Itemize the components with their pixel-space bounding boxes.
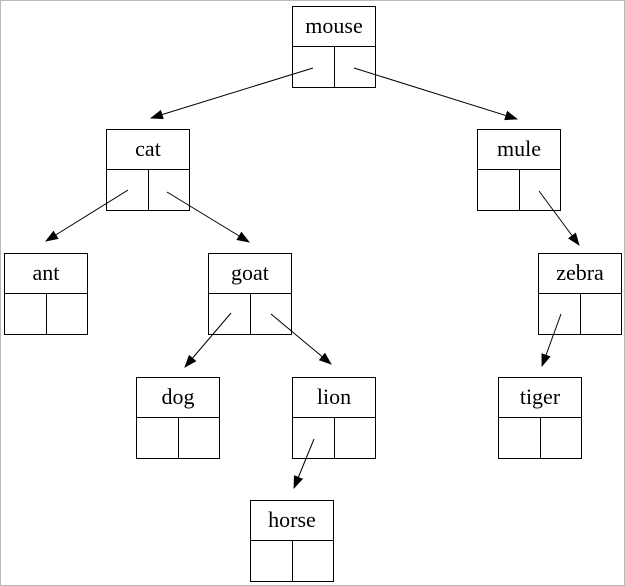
tree-node-goat: goat xyxy=(208,253,292,335)
right-pointer-cell xyxy=(541,418,582,458)
tree-node-mouse: mouse xyxy=(292,6,376,88)
right-pointer-cell xyxy=(581,294,622,334)
node-label: zebra xyxy=(539,254,621,294)
node-label: mouse xyxy=(293,7,375,47)
left-pointer-cell xyxy=(293,418,335,458)
node-label: lion xyxy=(293,378,375,418)
left-pointer-cell xyxy=(5,294,47,334)
tree-node-cat: cat xyxy=(106,129,190,211)
tree-node-ant: ant xyxy=(4,253,88,335)
tree-node-horse: horse xyxy=(250,500,334,582)
pointer-cells xyxy=(539,294,621,334)
left-pointer-cell xyxy=(251,541,293,581)
tree-node-lion: lion xyxy=(292,377,376,459)
pointer-cells xyxy=(137,418,219,458)
left-pointer-cell xyxy=(137,418,179,458)
left-pointer-cell xyxy=(209,294,251,334)
left-pointer-cell xyxy=(293,47,335,87)
node-label: horse xyxy=(251,501,333,541)
pointer-cells xyxy=(5,294,87,334)
left-pointer-cell xyxy=(478,170,520,210)
right-pointer-cell xyxy=(251,294,292,334)
pointer-cells xyxy=(251,541,333,581)
right-pointer-cell xyxy=(293,541,334,581)
pointer-cells xyxy=(293,418,375,458)
node-label: mule xyxy=(478,130,560,170)
tree-node-zebra: zebra xyxy=(538,253,622,335)
tree-node-tiger: tiger xyxy=(498,377,582,459)
right-pointer-cell xyxy=(520,170,561,210)
node-label: ant xyxy=(5,254,87,294)
node-label: dog xyxy=(137,378,219,418)
pointer-cells xyxy=(107,170,189,210)
left-pointer-cell xyxy=(499,418,541,458)
right-pointer-cell xyxy=(47,294,88,334)
edge-mouse-left-cat xyxy=(149,67,314,120)
tree-node-dog: dog xyxy=(136,377,220,459)
pointer-cells xyxy=(499,418,581,458)
left-pointer-cell xyxy=(107,170,149,210)
node-label: goat xyxy=(209,254,291,294)
right-pointer-cell xyxy=(179,418,220,458)
right-pointer-cell xyxy=(149,170,190,210)
left-pointer-cell xyxy=(539,294,581,334)
edge-mouse-right-mule xyxy=(353,67,519,121)
right-pointer-cell xyxy=(335,47,376,87)
node-label: cat xyxy=(107,130,189,170)
pointer-cells xyxy=(293,47,375,87)
tree-node-mule: mule xyxy=(477,129,561,211)
right-pointer-cell xyxy=(335,418,376,458)
node-label: tiger xyxy=(499,378,581,418)
pointer-cells xyxy=(478,170,560,210)
pointer-cells xyxy=(209,294,291,334)
